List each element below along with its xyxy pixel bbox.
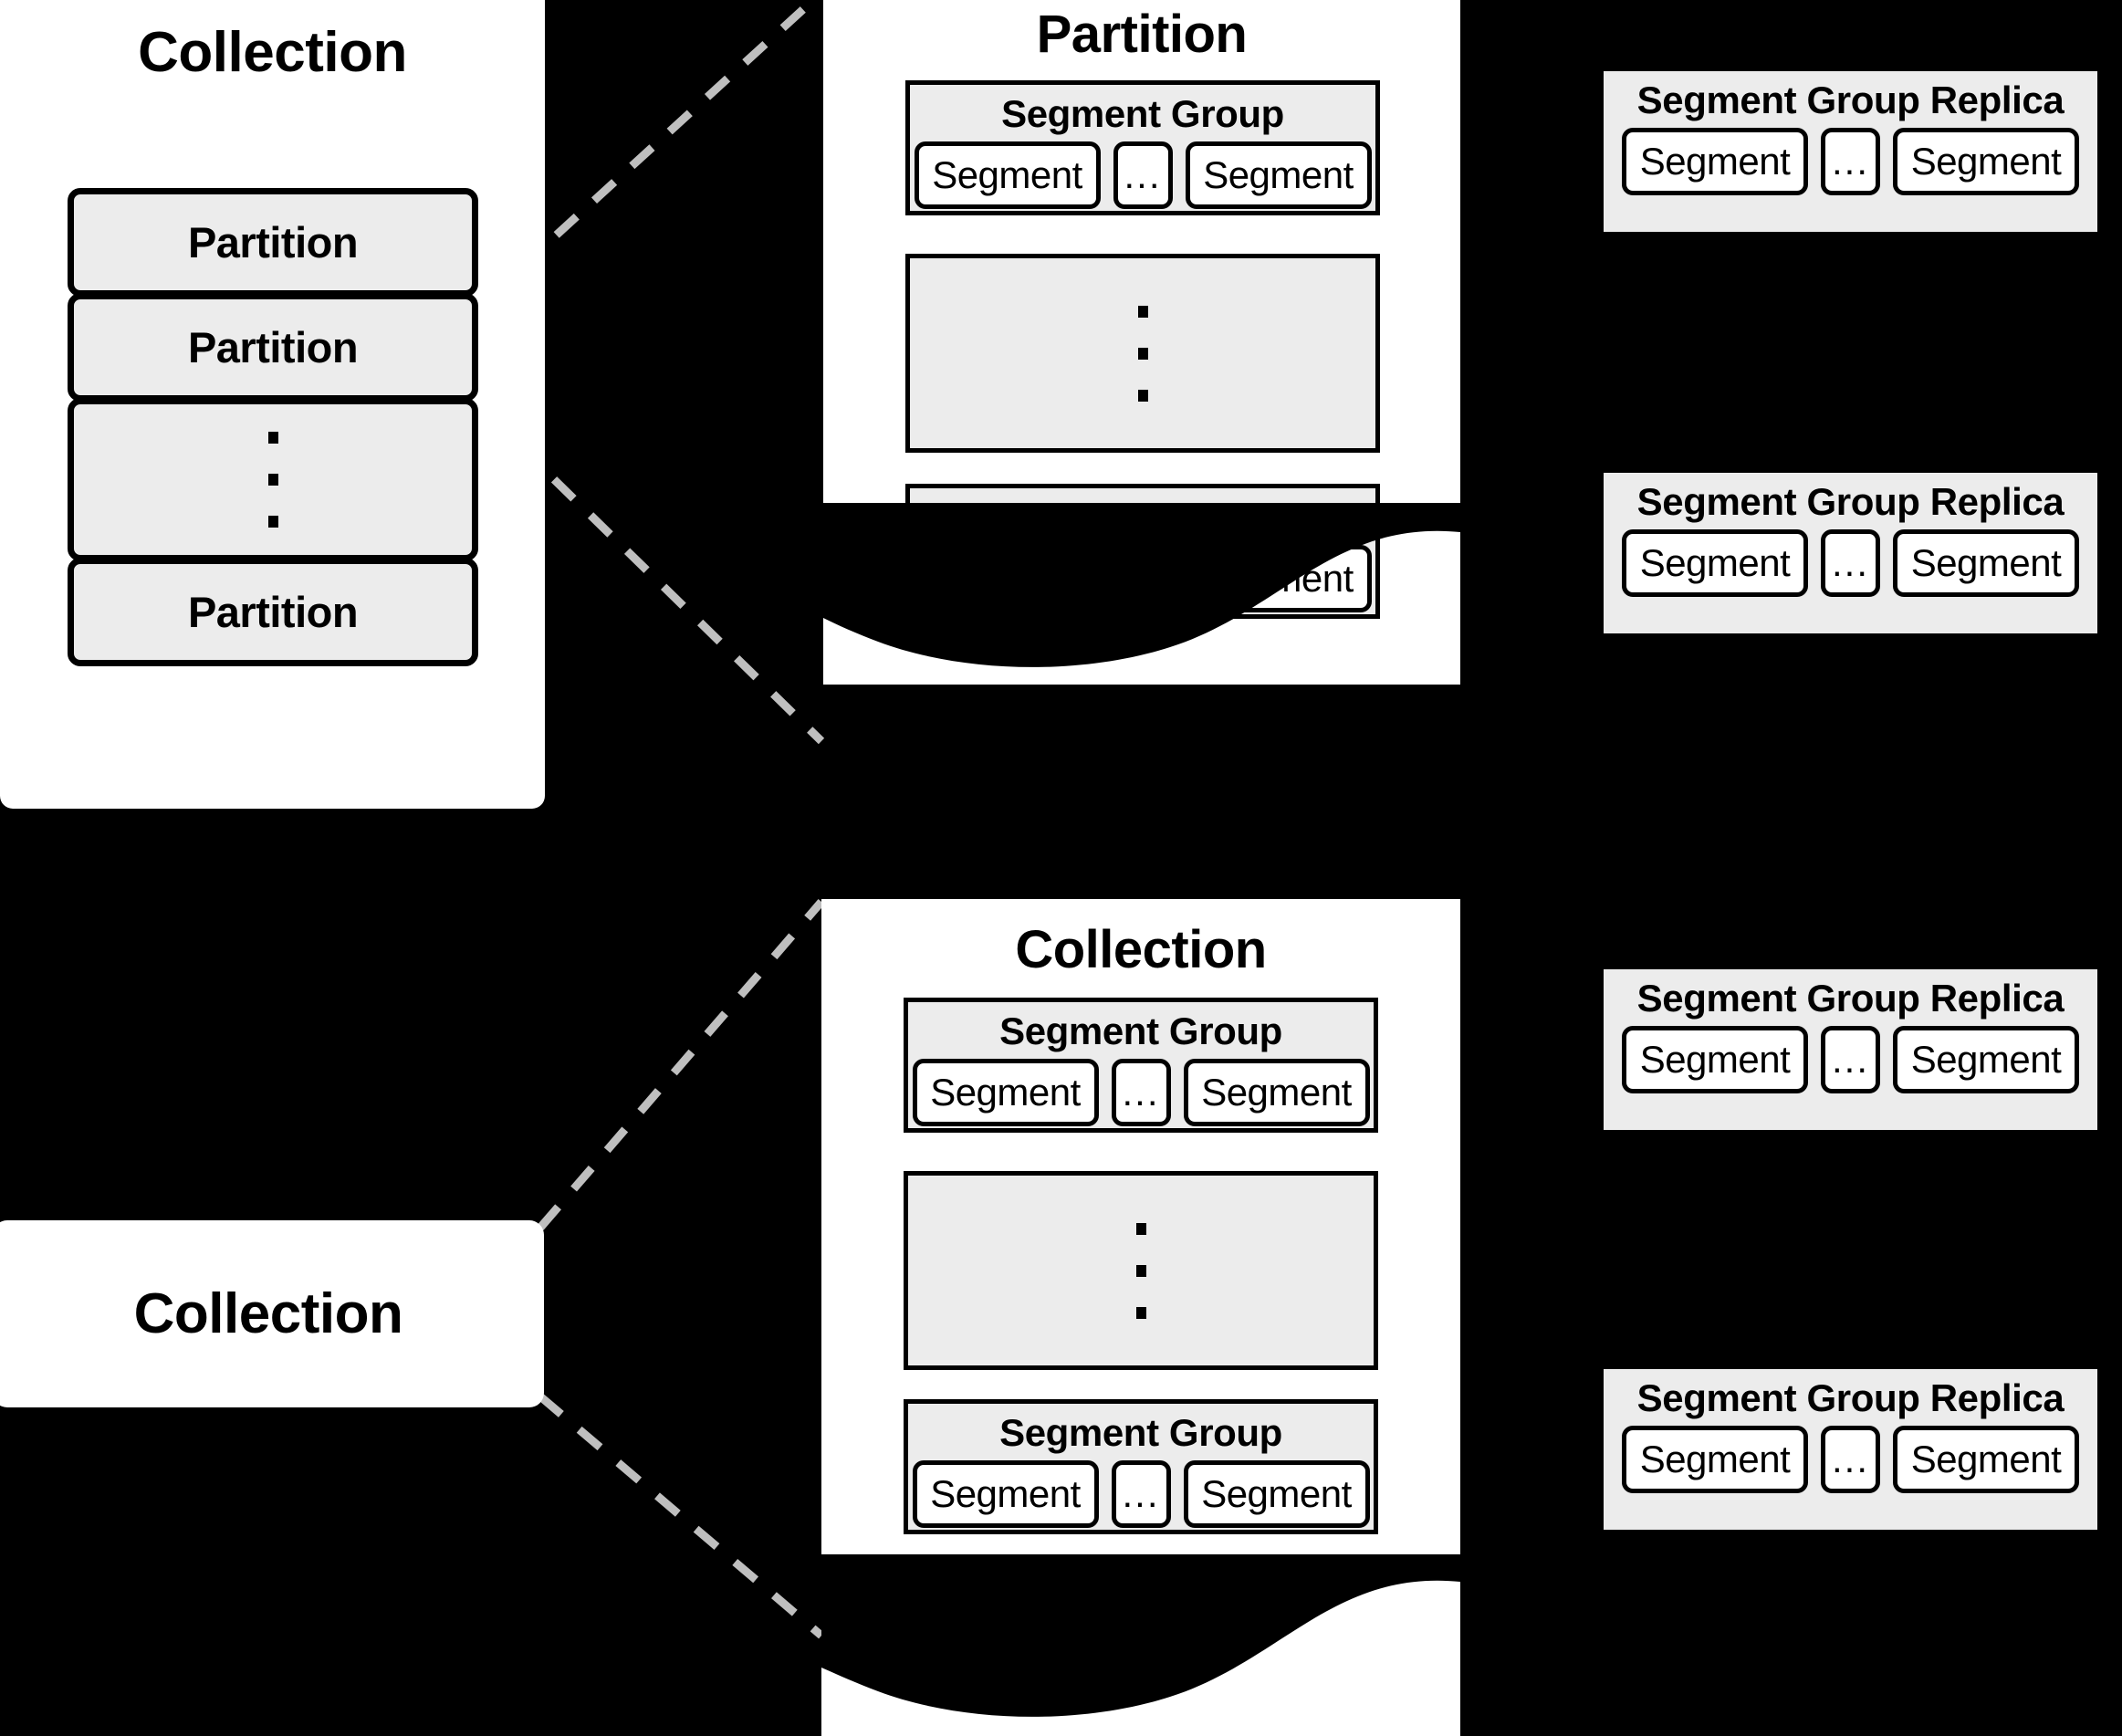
collection-container-title: Collection: [138, 21, 407, 84]
segment-ellipsis-box: ...: [1111, 1059, 1171, 1126]
partition-label: Partition: [187, 218, 359, 267]
segment-box[interactable]: Segment: [914, 141, 1101, 209]
segment-ellipsis-box: ...: [1111, 1460, 1171, 1528]
partition-list: Partition Partition Partition: [68, 188, 478, 666]
segment-box[interactable]: Segment: [1893, 1426, 2079, 1493]
segment-ellipsis-box: ...: [1821, 1026, 1880, 1093]
segment-group-title: Segment Group: [1001, 92, 1284, 135]
replica-title: Segment Group Replica: [1636, 480, 2065, 523]
segment-group-title: Segment Group: [999, 1411, 1282, 1454]
segment-group[interactable]: Segment Group Segment ... Segment: [904, 1399, 1378, 1534]
partition-label: Partition: [187, 588, 359, 636]
collection-pill-title: Collection: [133, 1282, 403, 1345]
segment-group-replica[interactable]: Segment Group Replica Segment ... Segmen…: [1604, 1369, 2097, 1530]
partition-card-title: Partition: [1036, 5, 1248, 64]
segment-group[interactable]: Segment Group Segment ... Segment: [904, 998, 1378, 1133]
segment-box[interactable]: Segment: [1893, 1026, 2079, 1093]
segment-ellipsis-box: ...: [1821, 529, 1880, 597]
vertical-ellipsis-icon: [1137, 305, 1148, 402]
segment-ellipsis-box: ...: [1821, 1426, 1880, 1493]
segment-box[interactable]: Segment: [1893, 529, 2079, 597]
segment-box[interactable]: Segment: [1183, 1059, 1370, 1126]
connector-collection-top: [537, 899, 825, 1230]
replica-title: Segment Group Replica: [1636, 78, 2065, 121]
segment-box[interactable]: Segment: [912, 1059, 1099, 1126]
vertical-ellipsis-icon: [1135, 1222, 1146, 1319]
replica-title: Segment Group Replica: [1636, 977, 2065, 1020]
partition-row[interactable]: Partition: [68, 188, 478, 297]
partition-row[interactable]: Partition: [68, 293, 478, 402]
segment-box[interactable]: Segment: [1622, 1426, 1808, 1493]
segment-group-ellipsis: [904, 1171, 1378, 1370]
collection-pill[interactable]: Collection: [0, 1220, 544, 1407]
vertical-ellipsis-icon: [267, 432, 278, 528]
segment-row: Segment ... Segment: [1604, 1026, 2097, 1093]
partition-detail-card: Partition Segment Group Segment ... Segm…: [823, 0, 1460, 685]
replica-title: Segment Group Replica: [1636, 1376, 2065, 1419]
segment-group-replica[interactable]: Segment Group Replica Segment ... Segmen…: [1604, 969, 2097, 1130]
segment-row: Segment ... Segment: [910, 141, 1375, 209]
segment-box[interactable]: Segment: [912, 1460, 1099, 1528]
partition-row-ellipsis: [68, 398, 478, 561]
connector-collection-bottom: [538, 1393, 824, 1639]
segment-row: Segment ... Segment: [1604, 1426, 2097, 1493]
segment-box[interactable]: Segment: [1622, 529, 1808, 597]
segment-group-title: Segment Group: [999, 1009, 1282, 1052]
segment-box[interactable]: Segment: [1622, 128, 1808, 195]
segment-ellipsis-box: ...: [1821, 128, 1880, 195]
torn-edge-wave: [821, 1554, 1460, 1717]
segment-box[interactable]: Segment: [1185, 141, 1372, 209]
torn-edge-wave: [823, 503, 1460, 667]
collection-container: Collection Partition Partition Partition: [0, 0, 545, 809]
segment-row: Segment ... Segment: [908, 1460, 1374, 1528]
segment-box[interactable]: Segment: [1622, 1026, 1808, 1093]
segment-box[interactable]: Segment: [1893, 128, 2079, 195]
segment-row: Segment ... Segment: [1604, 128, 2097, 195]
partition-row[interactable]: Partition: [68, 558, 478, 666]
segment-ellipsis-box: ...: [1113, 141, 1173, 209]
collection-card-title: Collection: [1015, 920, 1267, 979]
segment-box[interactable]: Segment: [1183, 1460, 1370, 1528]
partition-label: Partition: [187, 323, 359, 371]
segment-group[interactable]: Segment Group Segment ... Segment: [905, 80, 1380, 215]
segment-group-replica[interactable]: Segment Group Replica Segment ... Segmen…: [1604, 71, 2097, 232]
collection-detail-card: Collection Segment Group Segment ... Seg…: [821, 899, 1460, 1736]
segment-group-replica[interactable]: Segment Group Replica Segment ... Segmen…: [1604, 473, 2097, 633]
segment-group-ellipsis: [905, 254, 1380, 453]
segment-row: Segment ... Segment: [908, 1059, 1374, 1126]
segment-row: Segment ... Segment: [1604, 529, 2097, 597]
